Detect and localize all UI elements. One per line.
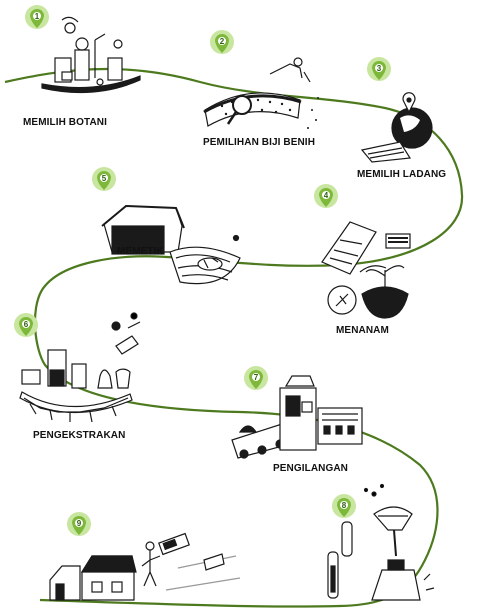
- step-label-1: MEMILIH BOTANI: [23, 117, 107, 128]
- step-label-6: PENGEKSTRAKAN: [33, 430, 126, 441]
- quality-test-icon: [327, 483, 435, 601]
- step-pin-8: 8: [332, 494, 356, 518]
- step-number-9: 9: [77, 519, 82, 528]
- step-number-8: 8: [342, 501, 347, 510]
- journey-path: [4, 67, 464, 608]
- seed-tray-icon: [203, 57, 319, 129]
- step-number-7: 7: [254, 373, 259, 382]
- distribution-icon: [49, 532, 241, 601]
- step-label-5: MEMETIK: [117, 246, 164, 257]
- extraction-lab-icon: [19, 312, 141, 423]
- step-pin-5: 5: [92, 167, 116, 191]
- step-label-4: MENANAM: [336, 325, 389, 336]
- step-pin-2: 2: [210, 30, 234, 54]
- globe-location-icon: [360, 92, 433, 163]
- step-number-5: 5: [102, 174, 107, 183]
- step-number-3: 3: [377, 64, 382, 73]
- milling-machine-icon: [231, 375, 363, 459]
- step-number-4: 4: [324, 191, 329, 200]
- step-pin-4: 4: [314, 184, 338, 208]
- step-label-7: PENGILANGAN: [273, 463, 348, 474]
- planting-icon: [321, 221, 411, 319]
- step-pin-9: 9: [67, 512, 91, 536]
- step-label-2: PEMILIHAN BIJI BENIH: [203, 137, 316, 148]
- step-number-6: 6: [24, 320, 29, 329]
- step-pin-3: 3: [367, 57, 391, 81]
- step-pin-7: 7: [244, 366, 268, 390]
- step-pin-1: 1: [25, 5, 49, 29]
- step-pin-6: 6: [14, 313, 38, 337]
- step-number-1: 1: [35, 12, 40, 21]
- step-number-2: 2: [220, 37, 225, 46]
- botanical-selection-icon: [41, 16, 141, 94]
- harvest-barn-icon: [101, 204, 241, 285]
- step-label-3: MEMILIH LADANG: [357, 169, 447, 180]
